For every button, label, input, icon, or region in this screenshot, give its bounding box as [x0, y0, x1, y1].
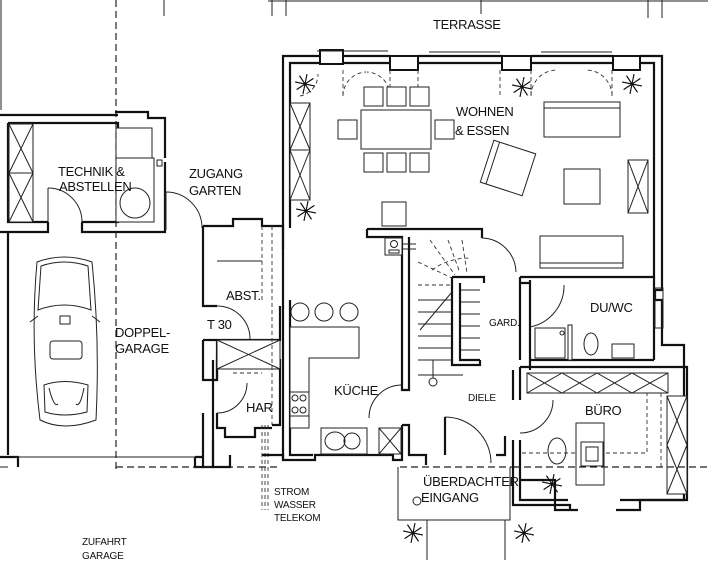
garden-door-swing — [165, 191, 203, 229]
window-pillar — [389, 55, 419, 71]
dining-table — [360, 109, 432, 150]
room-diele — [397, 416, 520, 560]
plant-icon — [512, 77, 532, 97]
chair — [386, 86, 407, 107]
plant-icon — [514, 523, 534, 543]
label-abst: ABST. — [226, 288, 261, 303]
chair — [363, 86, 384, 107]
label-t30: T 30 — [207, 317, 232, 332]
chair — [386, 152, 407, 173]
entry-door-swing — [444, 416, 492, 464]
plant-icon — [622, 74, 642, 94]
chair — [434, 119, 455, 140]
label-eingang: EINGANG — [421, 490, 479, 505]
living-door-swing — [481, 237, 517, 273]
label-zufahrt: ZUFAHRT — [82, 537, 127, 548]
sink — [324, 431, 346, 451]
label-essen: & ESSEN — [455, 123, 509, 138]
window-pillar — [501, 55, 532, 71]
label-zufahrt-garage: GARAGE — [82, 551, 124, 562]
staircase — [365, 227, 517, 392]
fireplace-box — [381, 201, 407, 227]
house-walls — [281, 49, 686, 512]
cabinet — [666, 395, 688, 495]
plant-icon — [542, 474, 562, 494]
door-swing — [47, 187, 83, 223]
label-zugang: ZUGANG — [189, 166, 243, 181]
plants — [295, 74, 642, 543]
boiler — [115, 127, 153, 159]
label-technik: TECHNIK & — [58, 164, 125, 179]
room-abstellen-har — [201, 217, 285, 467]
chair — [337, 119, 358, 140]
room-du-wc — [518, 277, 664, 370]
label-gard: GARD. — [489, 318, 520, 329]
sofa — [543, 101, 621, 138]
label-diele: DIELE — [468, 393, 496, 404]
label-garage: GARAGE — [115, 341, 169, 356]
label-duwc: DU/WC — [590, 300, 633, 315]
stair-treads — [418, 289, 480, 378]
room-technik — [0, 110, 167, 234]
kitchen-door-swing — [368, 384, 403, 419]
bar-stool — [339, 302, 359, 322]
window — [654, 287, 664, 329]
label-terrasse: TERRASSE — [433, 17, 501, 32]
label-ueberdachter: ÜBERDACHTER — [423, 474, 519, 489]
coffee-table — [563, 168, 601, 205]
water-tank — [119, 187, 151, 219]
har-door-swing — [216, 382, 248, 414]
stove — [289, 391, 310, 417]
label-buero: BÜRO — [585, 403, 622, 418]
room-buero — [511, 365, 689, 510]
plant-icon — [296, 201, 316, 221]
label-doppel: DOPPEL- — [115, 325, 170, 340]
label-utility-strom: STROM — [274, 487, 309, 498]
label-har: HAR — [246, 400, 273, 415]
cabinet — [289, 102, 311, 201]
office-chair — [547, 437, 604, 467]
plant-icon — [295, 74, 315, 94]
utility-lines — [261, 425, 269, 510]
bath-door-swing — [529, 284, 565, 328]
label-utility-wasser: WASSER — [274, 500, 316, 511]
chair — [363, 152, 384, 173]
cabinet-row — [526, 372, 669, 394]
room-kueche — [281, 249, 404, 462]
t30-door-swing — [216, 305, 251, 340]
stair-post — [428, 377, 438, 387]
bar-stool — [290, 302, 310, 322]
toilet — [583, 332, 599, 356]
label-garten: GARTEN — [189, 183, 241, 198]
label-utility-telekom: TELEKOM — [274, 513, 320, 524]
covered-entrance — [397, 467, 511, 521]
bar-stool — [314, 302, 334, 322]
office-door-swing — [519, 399, 554, 434]
plant-icon — [403, 523, 423, 543]
washbasin — [611, 343, 635, 359]
label-wohnen: WOHNEN — [456, 104, 513, 119]
room-doppelgarage — [0, 232, 280, 469]
window-pillar — [319, 49, 344, 65]
chair — [409, 86, 430, 107]
label-abstellen: ABSTELLEN — [59, 179, 131, 194]
car-icon — [29, 256, 101, 427]
room-wohnen-essen — [289, 86, 649, 269]
labels: TERRASSE WOHNEN & ESSEN TECHNIK & ABSTEL… — [58, 17, 633, 562]
window-pillar — [612, 55, 641, 71]
terrace-dimension-line — [163, 0, 708, 18]
label-kueche: KÜCHE — [334, 383, 379, 398]
armchair — [479, 139, 537, 197]
entrance-post — [412, 496, 422, 506]
chair — [409, 152, 430, 173]
